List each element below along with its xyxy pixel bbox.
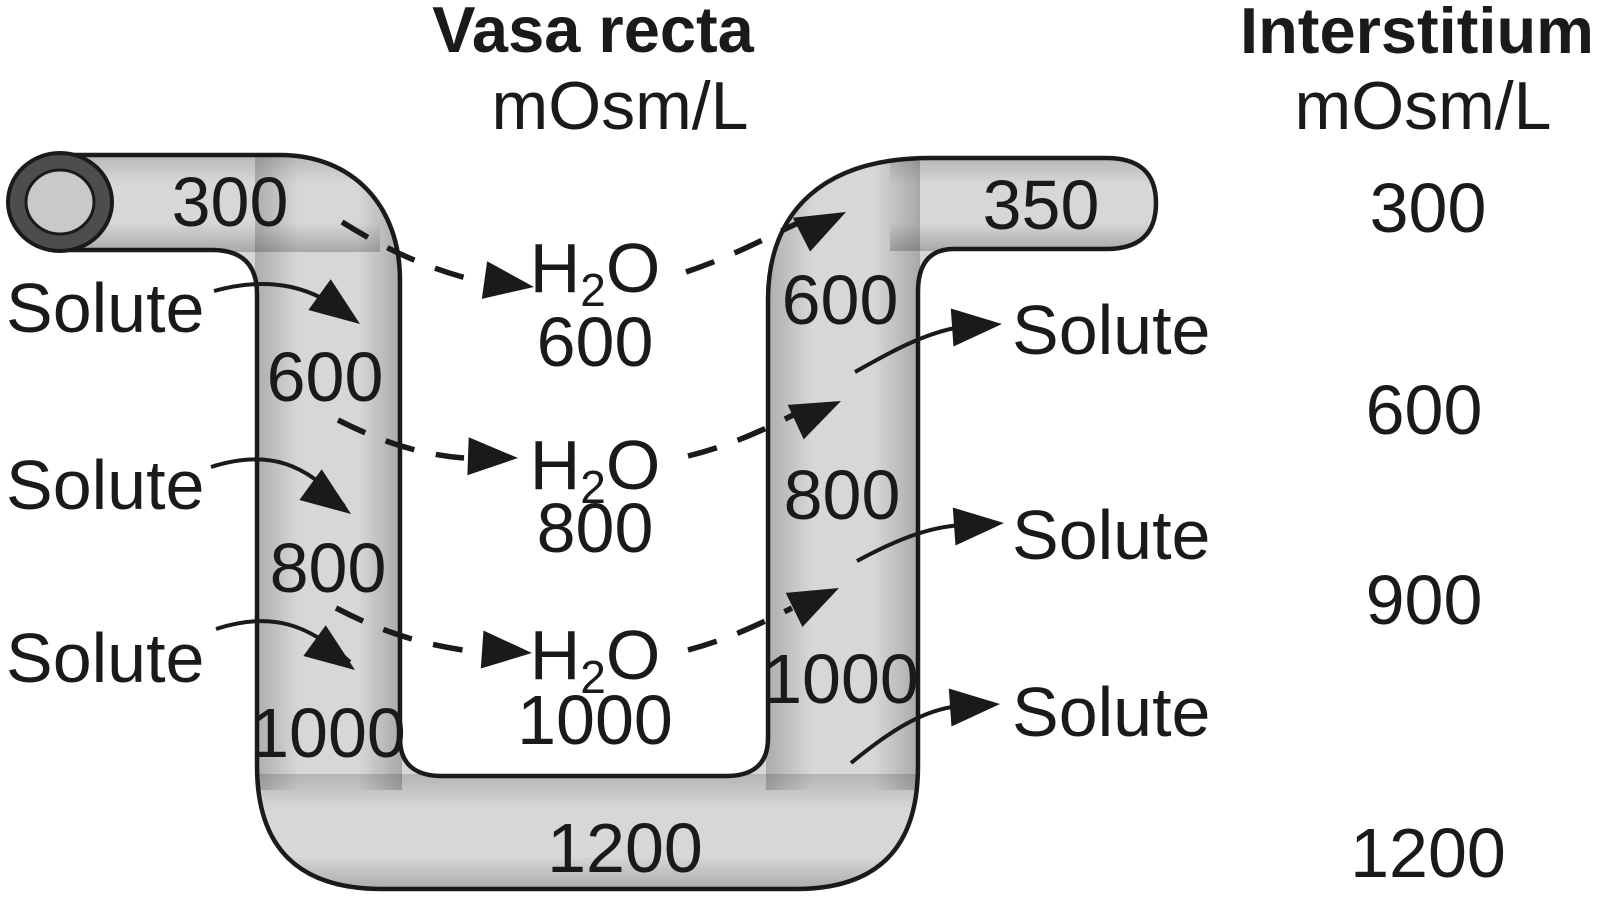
interstitium-unit: mOsm/L — [1295, 68, 1552, 144]
tube-value-bottom: 1200 — [547, 809, 703, 887]
solute-label-right-2: Solute — [1012, 496, 1210, 574]
tube-value-outlet: 350 — [983, 166, 1100, 244]
solute-in-arrowhead-2 — [299, 469, 351, 514]
solute-out-curve-1 — [854, 325, 961, 374]
tube-shading — [60, 155, 1156, 889]
h2o-label-3-o: O — [606, 616, 660, 694]
h2o-dashed-line-3-left — [334, 605, 479, 655]
h2o-dashed-line-2-left — [336, 417, 465, 461]
h2o-label-1: H2O — [530, 229, 661, 316]
h2o-label-3: H2O — [530, 616, 661, 703]
h2o-value-1: 600 — [537, 303, 654, 381]
tube-value-inlet: 300 — [172, 163, 289, 241]
h2o-label-1-h: H — [530, 229, 581, 307]
solute-out-arrowhead-1 — [950, 308, 1002, 347]
inlet-opening-lumen — [24, 168, 96, 236]
tube-value-descending-1000: 1000 — [250, 694, 406, 772]
solute-in-arrowhead-1 — [308, 279, 360, 324]
h2o-dashed-line-2-right — [687, 411, 797, 459]
h2o-arrowhead-1-left — [481, 261, 534, 299]
h2o-label-1-sub: 2 — [580, 264, 606, 316]
tube-value-ascending-600: 600 — [782, 261, 899, 339]
interstitium-value-900: 900 — [1366, 561, 1483, 639]
h2o-arrowhead-1-right — [792, 212, 846, 252]
h2o-dashed-lines — [334, 219, 802, 655]
solute-label-left-3: Solute — [6, 619, 204, 697]
h2o-dashed-line-3-right — [687, 605, 794, 653]
solute-out-arrowhead-2 — [952, 507, 1004, 546]
solute-label-right-3: Solute — [1012, 673, 1210, 751]
solute-label-right-1: Solute — [1012, 291, 1210, 369]
h2o-label-2: H2O — [530, 426, 661, 513]
h2o-label-3-sub: 2 — [580, 651, 606, 703]
tube-value-ascending-800: 800 — [784, 456, 901, 534]
h2o-dashed-line-1-left — [340, 219, 479, 284]
tube-value-descending-800: 800 — [270, 529, 387, 607]
h2o-dashed-line-1-right — [685, 219, 802, 275]
h2o-label-3-h: H — [530, 616, 581, 694]
tube-value-ascending-1000: 1000 — [763, 640, 919, 718]
arrowheads — [299, 212, 1004, 727]
solute-in-arrowhead-3 — [303, 625, 355, 670]
h2o-arrowhead-3-right — [785, 588, 839, 627]
interstitium-title: Interstitium — [1240, 0, 1594, 67]
h2o-label-2-sub: 2 — [580, 461, 606, 513]
h2o-label-1-o: O — [606, 229, 660, 307]
h2o-arrowhead-2-left — [467, 437, 518, 476]
tube-value-descending-600: 600 — [267, 338, 384, 416]
h2o-label-2-o: O — [606, 426, 660, 504]
interstitium-value-300: 300 — [1370, 169, 1487, 247]
interstitium-value-1200: 1200 — [1350, 814, 1506, 892]
solute-label-left-1: Solute — [6, 269, 204, 347]
h2o-value-3: 1000 — [517, 681, 673, 759]
h2o-label-2-h: H — [530, 426, 581, 504]
h2o-arrowhead-2-right — [787, 401, 841, 440]
h2o-arrowhead-3-left — [480, 630, 532, 669]
solute-out-curve-3 — [849, 704, 961, 765]
solute-label-left-2: Solute — [6, 446, 204, 524]
solute-out-curve-2 — [856, 523, 963, 563]
h2o-labels: H2O 600 H2O 800 H2O 1000 — [517, 229, 673, 759]
h2o-value-2: 800 — [537, 489, 654, 567]
vasa-recta-title: Vasa recta — [432, 0, 755, 66]
vasa-recta-unit: mOsm/L — [492, 68, 749, 144]
solute-out-arrowhead-3 — [948, 688, 1000, 727]
interstitium-value-600: 600 — [1366, 371, 1483, 449]
